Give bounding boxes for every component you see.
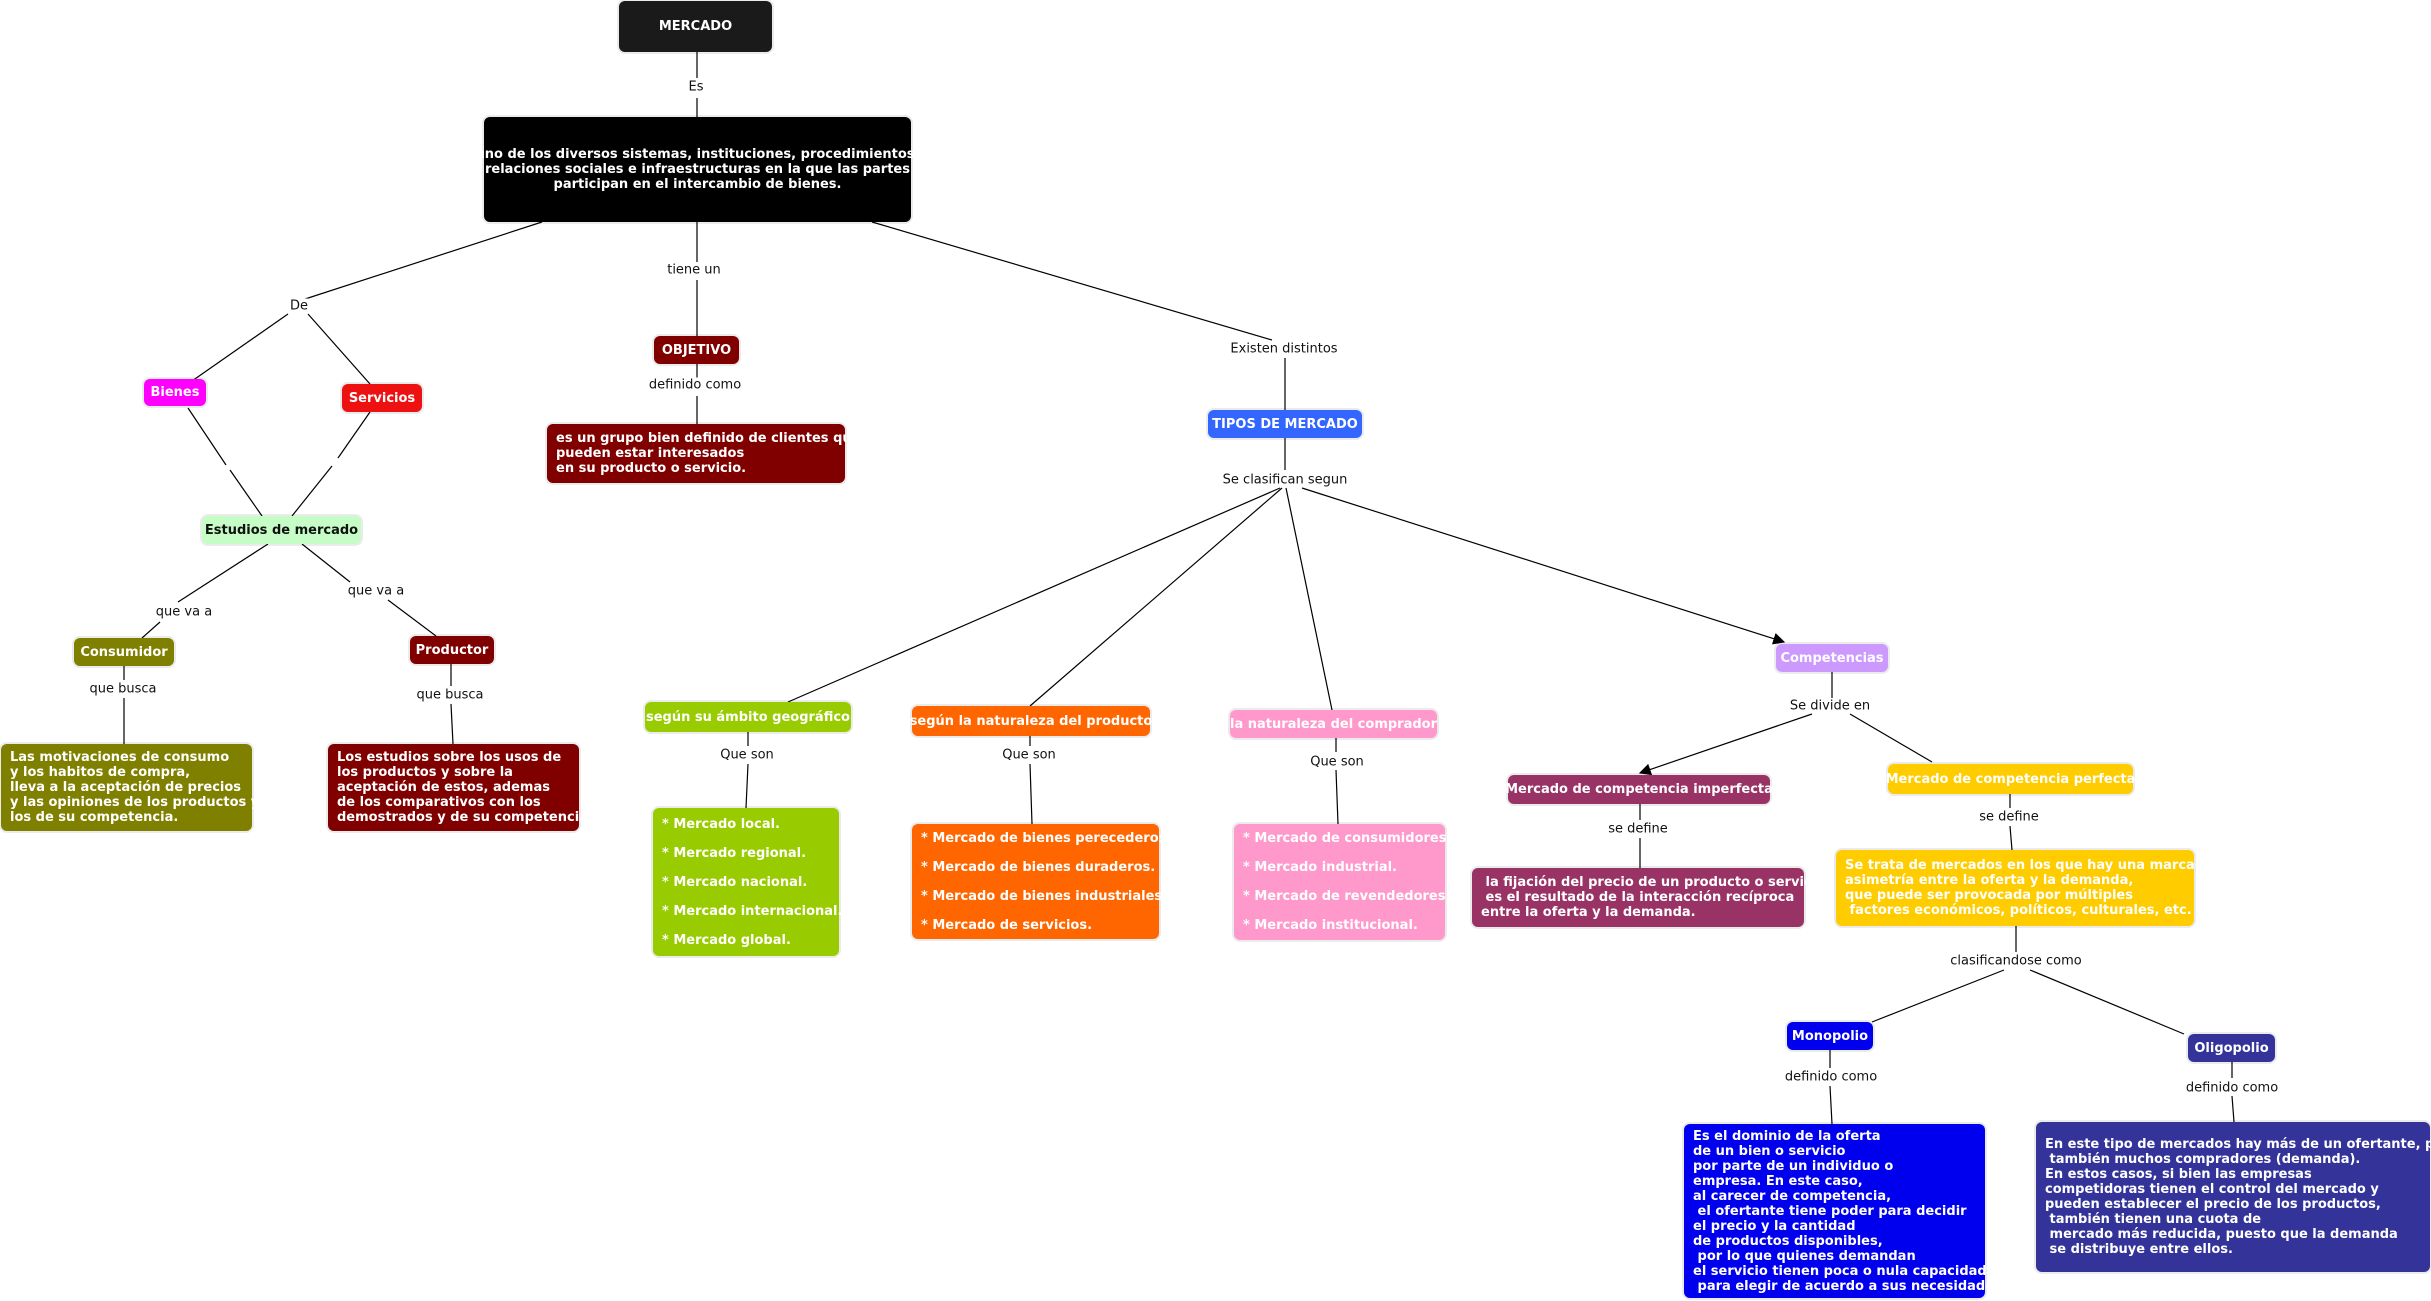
- edge-sedivide-perfecta: [1849, 713, 1933, 763]
- edge-clasificandose-monopolio: [1871, 969, 2005, 1023]
- edge-bienes-estudios: [187, 407, 227, 466]
- node-mercado[interactable]: MERCADO: [619, 1, 772, 52]
- node-servicios[interactable]: Servicios: [342, 384, 422, 412]
- label-tiene-un: tiene un: [665, 262, 723, 278]
- label-se-divide-en: Se divide en: [1787, 698, 1873, 714]
- node-geografico[interactable]: según su ámbito geográfico: [645, 702, 851, 732]
- label-que-son-geografico: Que son: [718, 747, 776, 763]
- edge-sedefine-perfectadef: [2009, 825, 2013, 851]
- label-clasificandose-como: clasificandose como: [1948, 953, 2084, 969]
- node-competencias[interactable]: Competencias: [1776, 644, 1888, 672]
- node-naturaleza[interactable]: según la naturaleza del producto: [910, 706, 1152, 736]
- edge-seclasifican-comprador: [1285, 487, 1333, 711]
- edge-definicion-existen: [871, 221, 1273, 341]
- label-definido-como-monopolio: definido como: [1782, 1069, 1880, 1085]
- node-comprador[interactable]: la naturaleza del comprador: [1230, 710, 1437, 738]
- edge-queson-naturalezalist: [1029, 763, 1033, 825]
- edge-estudios-bienes: [229, 469, 263, 517]
- edge-sedivide-imperfecta: [1638, 713, 1813, 776]
- node-competencia-perfecta[interactable]: Mercado de competencia perfecta: [1886, 764, 2135, 794]
- node-competencia-imperfecta[interactable]: Mercado de competencia imperfecta: [1505, 775, 1773, 804]
- edge-de-servicios: [307, 313, 371, 385]
- edge-seclasifican-geografico: [787, 487, 1281, 703]
- label-que-va-a-productor: que va a: [345, 583, 407, 599]
- edge-estudios-quevaa1: [177, 543, 269, 603]
- node-geografico-list[interactable]: * Mercado local. * Mercado regional. * M…: [653, 808, 842, 956]
- edge-estudios-servicios: [291, 465, 333, 517]
- node-imperfecta-def[interactable]: la fijación del precio de un producto o …: [1472, 868, 1825, 927]
- label-que-son-naturaleza: Que son: [1000, 747, 1058, 763]
- edge-estudios-quevaa2: [301, 543, 351, 583]
- node-productor[interactable]: Productor: [410, 636, 494, 664]
- label-es: Es: [686, 79, 706, 95]
- node-estudios-usos[interactable]: Los estudios sobre los usos de los produ…: [328, 744, 593, 831]
- node-motivaciones[interactable]: Las motivaciones de consumo y los habito…: [1, 744, 259, 831]
- edge-quevaa2-productor: [387, 599, 437, 637]
- edge-definido-oligopoliodef: [2231, 1095, 2235, 1123]
- edge-quebusca-estudiosusos: [450, 703, 454, 745]
- edge-queson-geograficolist: [745, 763, 749, 809]
- edge-quevaa1-consumidor: [141, 621, 161, 639]
- node-consumidor[interactable]: Consumidor: [74, 638, 174, 666]
- node-naturaleza-list[interactable]: * Mercado de bienes perecederos. * Merca…: [912, 824, 1171, 939]
- label-que-va-a-consumidor: que va a: [153, 604, 215, 620]
- node-bienes[interactable]: Bienes: [144, 379, 206, 406]
- label-se-define-perfecta: se define: [1977, 809, 2041, 825]
- node-monopolio-def[interactable]: Es el dominio de la oferta de un bien o …: [1684, 1124, 2007, 1298]
- node-objetivo[interactable]: OBJETIVO: [654, 336, 739, 364]
- label-definido-como-oligopolio: definido como: [2183, 1080, 2281, 1096]
- node-oligopolio[interactable]: Oligopolio: [2188, 1034, 2275, 1062]
- edge-definido-monopoliodef: [1829, 1085, 1833, 1125]
- label-de: De: [287, 298, 311, 314]
- edge-seclasifican-competencias: [1301, 487, 1786, 645]
- node-oligopolio-def[interactable]: En este tipo de mercados hay más de un o…: [2036, 1122, 2431, 1272]
- label-que-son-comprador: Que son: [1308, 754, 1366, 770]
- node-monopolio[interactable]: Monopolio: [1787, 1022, 1873, 1050]
- label-se-define-imperfecta: se define: [1606, 821, 1670, 837]
- edge-definicion-de: [301, 221, 543, 301]
- edge-seclasifican-naturaleza: [1029, 487, 1283, 707]
- edge-servicios-estudios: [337, 411, 371, 459]
- label-existen-distintos: Existen distintos: [1228, 341, 1340, 357]
- label-que-busca-consumidor: que busca: [87, 681, 159, 697]
- node-perfecta-def[interactable]: Se trata de mercados en los que hay una …: [1836, 850, 2213, 926]
- label-que-busca-productor: que busca: [414, 687, 486, 703]
- edge-de-bienes: [191, 313, 289, 382]
- edge-queson-compradorlist: [1335, 769, 1339, 825]
- label-definido-como-objetivo: definido como: [646, 377, 744, 393]
- node-objetivo-def[interactable]: es un grupo bien definido de clientes qu…: [547, 424, 860, 483]
- edge-clasificandose-oligopolio: [2029, 969, 2185, 1035]
- label-se-clasifican-segun: Se clasifican segun: [1220, 472, 1350, 488]
- node-tipos-mercado[interactable]: TIPOS DE MERCADO: [1208, 410, 1362, 438]
- node-estudios-mercado[interactable]: Estudios de mercado: [202, 516, 361, 544]
- node-comprador-list[interactable]: * Mercado de consumidores. * Mercado ind…: [1234, 824, 1451, 940]
- node-definicion[interactable]: uno de los diversos sistemas, institucio…: [476, 117, 919, 222]
